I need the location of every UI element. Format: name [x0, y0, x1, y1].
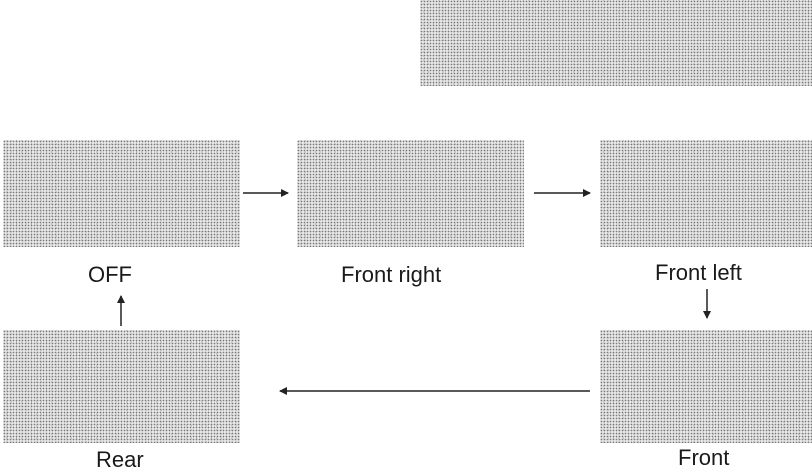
top-display-panel: [420, 0, 812, 86]
state-label-front: Front: [678, 445, 730, 470]
state-panel-off: [3, 140, 240, 247]
state-panel-front: [600, 330, 812, 443]
state-label-front-right: Front right: [341, 262, 442, 287]
state-label-front-left: Front left: [655, 260, 742, 285]
state-panel-front-left: [600, 140, 812, 247]
state-panel-rear: [3, 330, 240, 443]
state-label-rear: Rear: [96, 447, 144, 472]
state-label-off: OFF: [88, 262, 132, 287]
state-panel-front-right: [297, 140, 524, 247]
